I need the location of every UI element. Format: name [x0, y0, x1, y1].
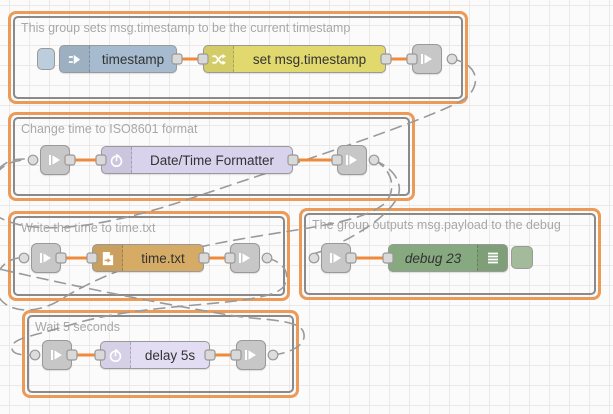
- group-label: Change time to ISO8601 format: [21, 122, 198, 136]
- link-port[interactable]: [267, 349, 279, 361]
- link-wire[interactable]: [0, 158, 305, 356]
- link-wire[interactable]: [11, 257, 288, 356]
- input-port[interactable]: [94, 349, 106, 361]
- list-icon: [477, 245, 507, 271]
- link-icon: [421, 54, 432, 64]
- input-port[interactable]: [230, 349, 242, 361]
- group-border: Write the time to time.txt: [13, 216, 285, 296]
- output-port[interactable]: [171, 53, 183, 65]
- change-node[interactable]: set msg.timestamp: [203, 45, 386, 73]
- shuffle-icon: [204, 46, 234, 72]
- timer-icon: [101, 342, 131, 368]
- input-port[interactable]: [224, 252, 236, 264]
- output-port[interactable]: [55, 252, 67, 264]
- output-port[interactable]: [198, 252, 210, 264]
- group-label: Write the time to time.txt: [21, 221, 156, 235]
- input-port[interactable]: [382, 252, 394, 264]
- node-label: set msg.timestamp: [252, 51, 367, 67]
- output-port[interactable]: [345, 252, 357, 264]
- debug-node[interactable]: debug 23: [388, 244, 508, 272]
- link-port[interactable]: [308, 252, 320, 264]
- link-port[interactable]: [27, 154, 39, 166]
- group-label: This group sets msg.timestamp to be the …: [21, 21, 351, 35]
- output-port[interactable]: [66, 349, 78, 361]
- input-port[interactable]: [197, 53, 209, 65]
- file-icon: [93, 245, 123, 271]
- node-label: debug 23: [404, 250, 462, 266]
- input-port[interactable]: [331, 154, 343, 166]
- link-port[interactable]: [29, 349, 41, 361]
- link-icon: [330, 253, 341, 263]
- link-icon: [239, 253, 250, 263]
- group-set-timestamp[interactable]: This group sets msg.timestamp to be the …: [8, 11, 468, 104]
- timer-icon: [102, 147, 132, 173]
- node-label: Date/Time Formatter: [149, 152, 275, 168]
- node-label: time.txt: [141, 250, 185, 266]
- output-port[interactable]: [64, 154, 76, 166]
- link-port[interactable]: [261, 252, 273, 264]
- link-in-node-2[interactable]: [40, 145, 70, 175]
- output-port[interactable]: [380, 53, 392, 65]
- link-icon: [245, 350, 256, 360]
- link-out-node-1[interactable]: [412, 44, 442, 74]
- input-port[interactable]: [406, 53, 418, 65]
- formatter-node[interactable]: Date/Time Formatter: [101, 146, 293, 174]
- output-port[interactable]: [204, 349, 216, 361]
- link-port[interactable]: [18, 252, 30, 264]
- group-border: This group sets msg.timestamp to be the …: [13, 16, 463, 99]
- node-label: delay 5s: [144, 347, 196, 363]
- link-icon: [51, 350, 62, 360]
- group-write-file[interactable]: Write the time to time.txt: [8, 211, 290, 301]
- group-label: Wait 5 seconds: [35, 320, 120, 334]
- node-label: timestamp: [101, 51, 165, 67]
- link-port[interactable]: [368, 154, 380, 166]
- inject-node[interactable]: timestamp: [59, 45, 177, 73]
- group-border: Wait 5 seconds: [27, 315, 294, 393]
- input-port[interactable]: [95, 154, 107, 166]
- inject-icon: [60, 46, 90, 72]
- link-out-node-2[interactable]: [337, 145, 367, 175]
- debug-toggle-button[interactable]: [511, 246, 533, 269]
- link-wire[interactable]: [308, 159, 401, 258]
- group-wait-5-seconds[interactable]: Wait 5 seconds: [22, 310, 299, 398]
- input-port[interactable]: [86, 252, 98, 264]
- output-port[interactable]: [287, 154, 299, 166]
- link-icon: [49, 155, 60, 165]
- link-icon: [346, 155, 357, 165]
- link-port[interactable]: [446, 53, 458, 65]
- delay-node[interactable]: delay 5s: [100, 341, 210, 369]
- link-icon: [40, 253, 51, 263]
- group-iso8601-format[interactable]: Change time to ISO8601 format: [8, 112, 415, 201]
- file-node[interactable]: time.txt: [92, 244, 204, 272]
- group-border: Change time to ISO8601 format: [13, 117, 410, 196]
- inject-button[interactable]: [37, 48, 55, 70]
- link-wire[interactable]: [0, 58, 477, 229]
